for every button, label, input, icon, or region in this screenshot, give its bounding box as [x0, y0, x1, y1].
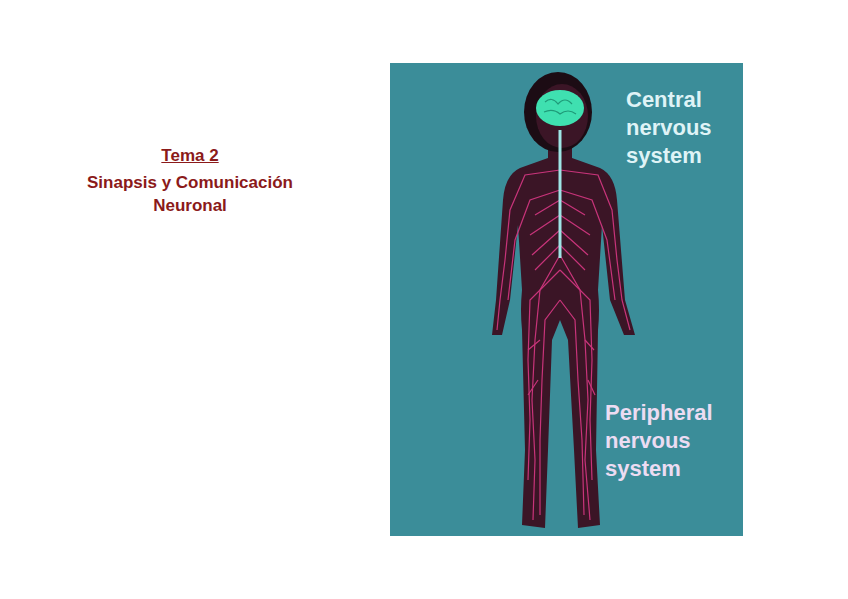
- brain: [536, 90, 584, 126]
- slide-title: Tema 2: [70, 145, 310, 167]
- cns-label: Central nervous system: [626, 86, 732, 170]
- slide-subtitle: Sinapsis y Comunicación Neuronal: [70, 171, 310, 217]
- hair: [524, 72, 592, 152]
- spinal-cord: [559, 130, 562, 258]
- head: [536, 84, 588, 148]
- pns-label: Peripheral nervous system: [605, 399, 733, 483]
- brain-folds: [544, 99, 576, 114]
- teal-panel: [390, 63, 743, 536]
